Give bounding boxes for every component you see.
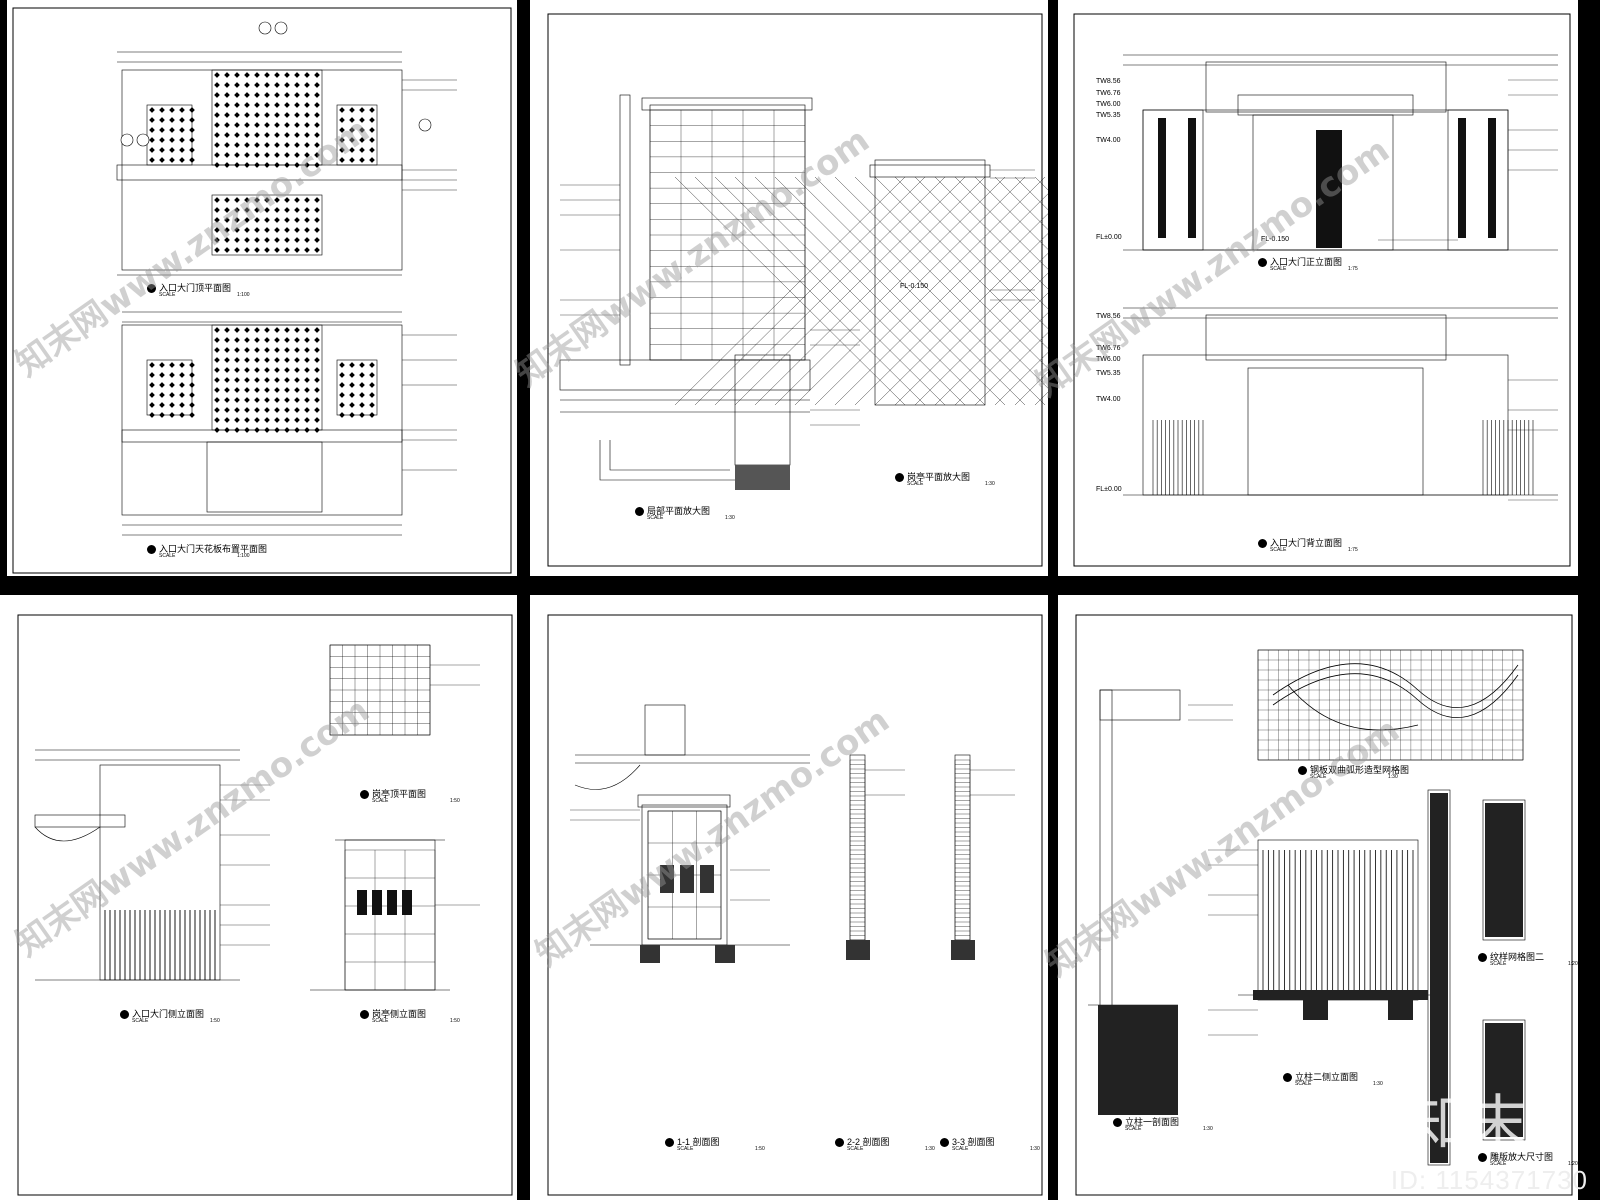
- drawing-column-details: [1075, 614, 1573, 1196]
- title-bullet: [1113, 1118, 1122, 1128]
- level-mark: TW6.00: [1096, 101, 1121, 108]
- drawing-sections: [547, 614, 1043, 1196]
- level-mark: TW6.76: [1096, 345, 1121, 352]
- title-bullet: [1258, 539, 1267, 549]
- drawing-roof-plan: [12, 7, 512, 574]
- level-mark: TW6.00: [1096, 356, 1121, 363]
- level-mark: TW8.56: [1096, 313, 1121, 320]
- title-bullet: [835, 1138, 844, 1148]
- drawing-side-elevation: [17, 614, 513, 1196]
- title-bullet: [1478, 953, 1487, 963]
- title-bullet: [147, 284, 156, 294]
- level-mark: FL±0.00: [1096, 486, 1122, 493]
- sheet-front-elevation: TW8.56 TW6.76 TW6.00 TW5.35 TW4.00 FL±0.…: [1058, 0, 1578, 576]
- title-bullet: [360, 790, 369, 800]
- id-label: ID: 1154371730: [1390, 1165, 1588, 1195]
- drawing-front-elevation: [1073, 13, 1571, 567]
- title-bullet: [1258, 258, 1267, 268]
- level-mark: FL±0.00: [1096, 234, 1122, 241]
- title-bullet: [1283, 1073, 1292, 1083]
- title-bullet: [1298, 766, 1307, 776]
- brand-logo: 知末: [1408, 1089, 1528, 1159]
- level-mark: TW6.76: [1096, 90, 1121, 97]
- title-bullet: [360, 1010, 369, 1020]
- title-bullet: [1478, 1153, 1487, 1163]
- level-mark: TW5.35: [1096, 112, 1121, 119]
- title-bullet: [147, 545, 156, 555]
- level-mark: TW4.00: [1096, 137, 1121, 144]
- title-bullet: [120, 1010, 129, 1020]
- level-mark: TW4.00: [1096, 396, 1121, 403]
- title-bullet: [940, 1138, 949, 1148]
- title-bullet: [665, 1138, 674, 1148]
- title-bullet: [635, 507, 644, 517]
- level-mark: TW8.56: [1096, 78, 1121, 85]
- title-bullet: [895, 473, 904, 483]
- drawing-local-plan: [547, 13, 1048, 567]
- level-mark: TW5.35: [1096, 370, 1121, 377]
- level-mark: FL-0.150: [1261, 236, 1290, 243]
- level-mark: FL-0.150: [900, 283, 929, 290]
